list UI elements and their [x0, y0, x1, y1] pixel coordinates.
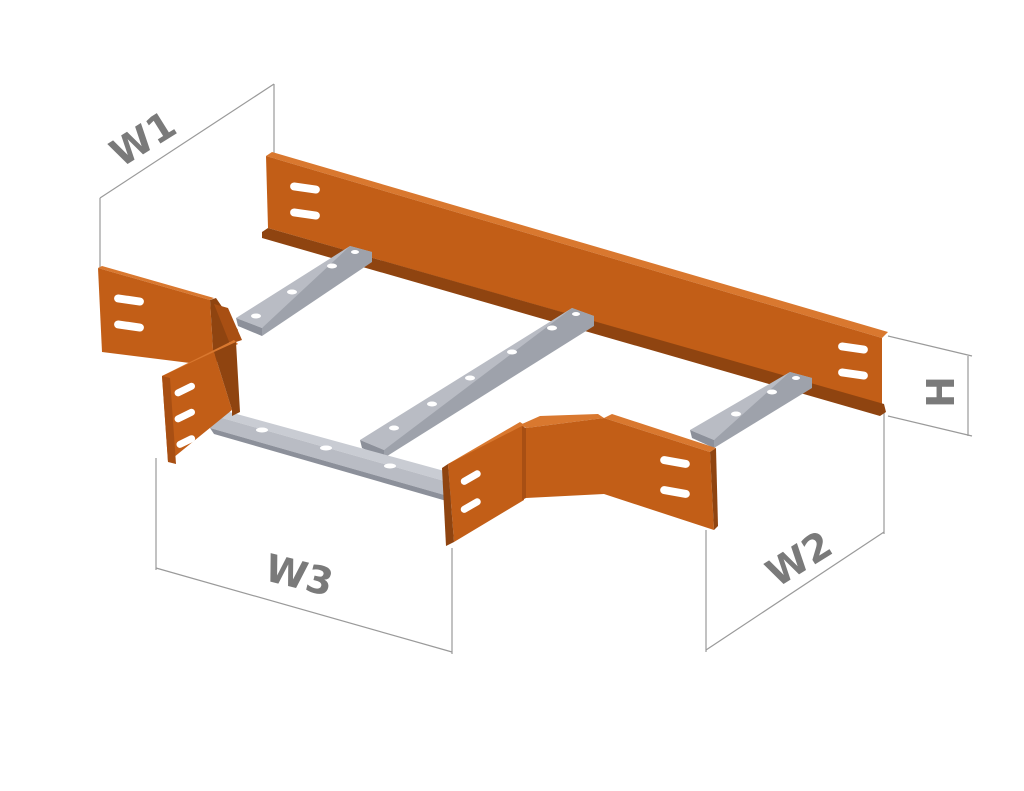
rail-slot	[660, 456, 690, 468]
rail-slot	[838, 368, 868, 380]
rail-slot	[114, 294, 144, 306]
rail-slot	[114, 320, 144, 332]
dimension-label-w2: W2	[758, 522, 839, 596]
rung	[360, 308, 594, 458]
rungs	[208, 246, 812, 506]
front-side-rail	[442, 414, 718, 546]
rung	[236, 246, 372, 336]
rail-slot	[460, 470, 481, 485]
rail-slot	[460, 498, 481, 513]
dimension-label-w1: W1	[102, 102, 183, 176]
rung	[208, 410, 470, 506]
rail-slot	[174, 382, 196, 397]
dimension-lines	[99, 83, 973, 654]
left-side-rail	[98, 266, 242, 464]
rail-slot	[290, 182, 320, 194]
dimension-label-w3: W3	[261, 546, 338, 605]
rail-slot	[660, 486, 690, 498]
rail-slot	[176, 435, 196, 448]
dimension-label-h: H	[919, 376, 963, 408]
rail-slot	[290, 208, 320, 220]
rail-slot	[838, 342, 868, 354]
rail-slot	[174, 408, 196, 423]
rung	[690, 372, 812, 448]
